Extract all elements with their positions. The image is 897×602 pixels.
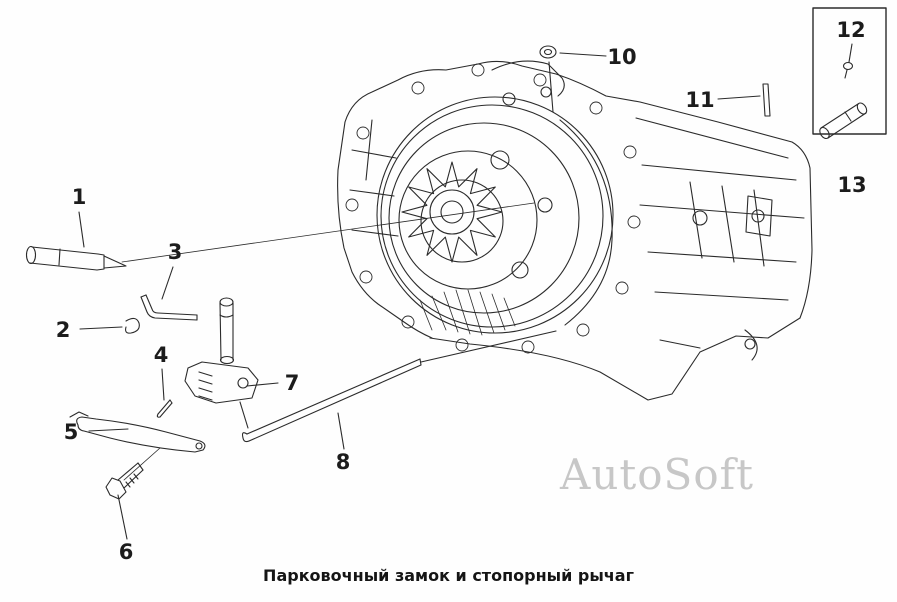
transmission-housing — [337, 60, 813, 401]
callout-11: 11 — [685, 88, 715, 112]
callout-6: 6 — [118, 540, 134, 564]
callout-2: 2 — [55, 318, 71, 342]
callout-3: 3 — [167, 240, 183, 264]
part-4-pin — [156, 399, 173, 418]
callout-5: 5 — [63, 420, 79, 444]
reference-lines — [121, 202, 535, 481]
detail-box — [812, 7, 887, 135]
part-10-plug — [539, 45, 557, 59]
part-5-lever — [69, 411, 206, 453]
callout-13: 13 — [837, 173, 867, 197]
part-8-rod — [241, 330, 557, 443]
diagram-caption: Парковочный замок и стопорный рычаг — [263, 566, 634, 585]
gear-starburst — [401, 161, 503, 263]
bolt-holes — [345, 63, 641, 354]
callout-1: 1 — [71, 185, 87, 209]
callout-8: 8 — [335, 450, 351, 474]
part-13-cylinder — [819, 102, 868, 140]
callout-7: 7 — [284, 371, 300, 395]
part-12-fastener — [842, 61, 854, 79]
part-6-bolt — [105, 462, 144, 500]
part-11-pin — [762, 83, 771, 117]
leader-lines — [78, 43, 853, 540]
callout-4: 4 — [153, 343, 169, 367]
part-2-clip — [125, 317, 140, 334]
hatching — [419, 289, 516, 336]
callout-12: 12 — [836, 18, 866, 42]
part-3-rod — [140, 294, 198, 321]
callout-10: 10 — [607, 45, 637, 69]
part-1-shaft — [25, 245, 127, 271]
part-7-bracket — [184, 297, 259, 429]
watermark: AutoSoft — [560, 450, 755, 499]
